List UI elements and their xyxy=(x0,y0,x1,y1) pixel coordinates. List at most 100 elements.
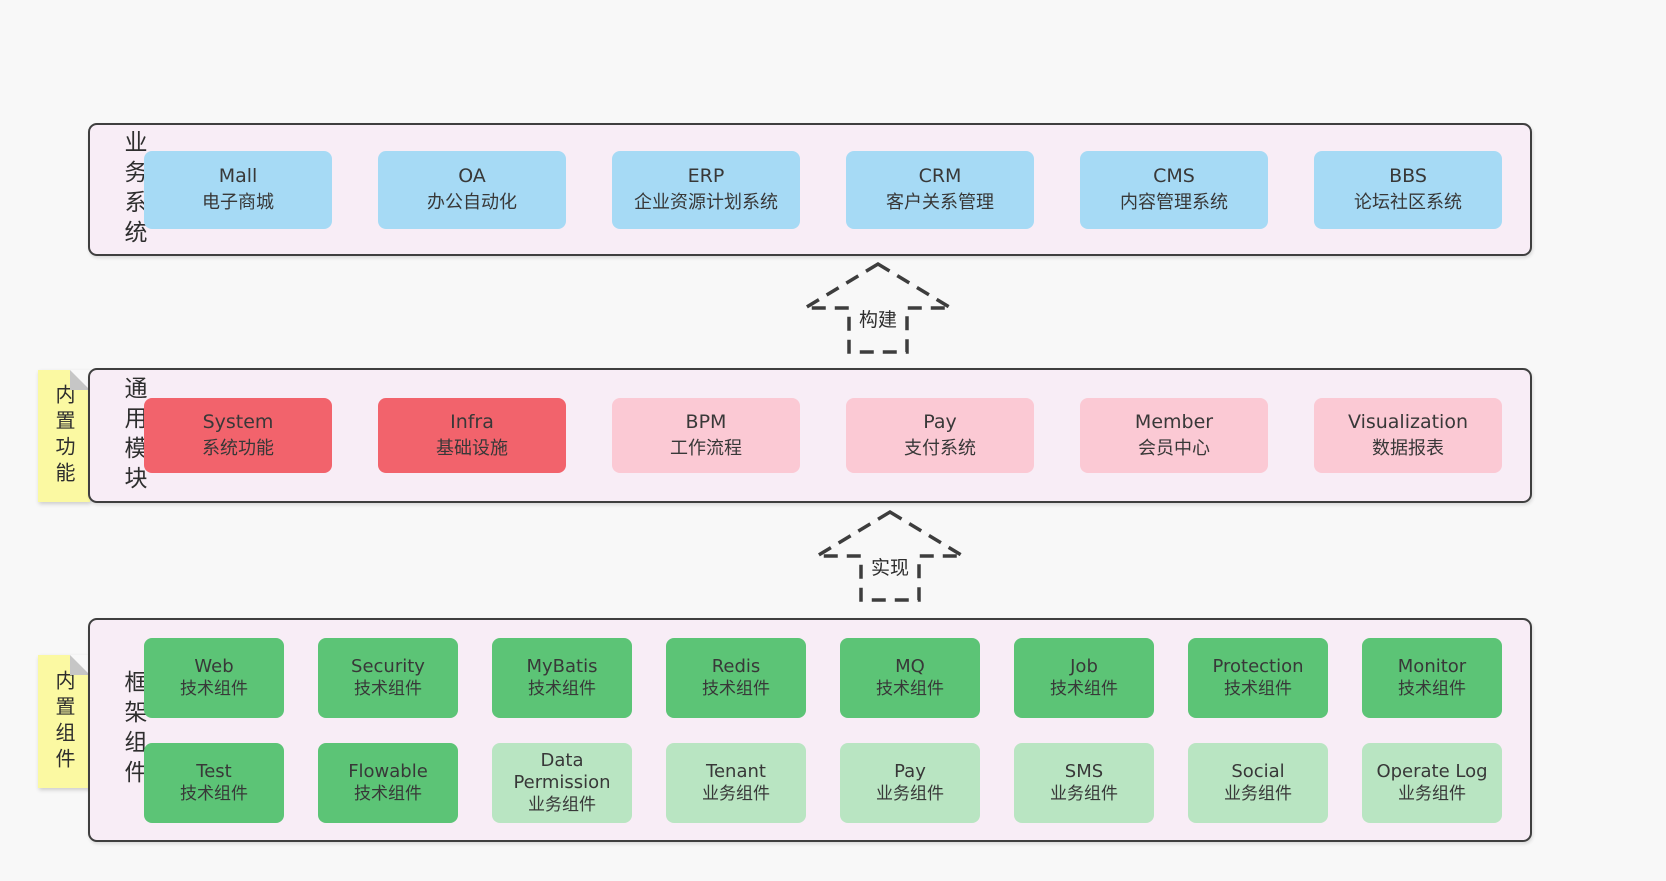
box-subtitle: 基础设施 xyxy=(436,438,508,460)
business-systems-row: Mall 电子商城 OA 办公自动化 ERP 企业资源计划系统 CRM 客户关系… xyxy=(144,150,1530,229)
build-arrow: 构建 xyxy=(793,258,963,358)
band-label-business-systems: 业务系统 xyxy=(120,129,146,250)
component-box-mybatis: MyBatis 技术组件 xyxy=(492,637,632,718)
box-title: Job xyxy=(1070,655,1098,677)
box-title: Pay xyxy=(923,411,957,434)
box-title: Pay xyxy=(894,760,926,782)
component-box-security: Security 技术组件 xyxy=(318,637,458,718)
box-title: BBS xyxy=(1389,165,1427,188)
box-title: BPM xyxy=(685,411,727,434)
box-subtitle: 业务组件 xyxy=(1050,783,1118,804)
component-box-social: Social 业务组件 xyxy=(1188,742,1328,823)
box-subtitle: 业务组件 xyxy=(702,783,770,804)
box-subtitle: 工作流程 xyxy=(670,438,742,460)
component-box-sms: SMS 业务组件 xyxy=(1014,742,1154,823)
box-subtitle: 内容管理系统 xyxy=(1120,192,1228,214)
module-box-member: Member 会员中心 xyxy=(1080,398,1268,473)
box-title: Security xyxy=(351,655,425,677)
band-label-framework-components: 框架组件 xyxy=(120,670,146,790)
box-title: Protection xyxy=(1212,655,1304,677)
component-box-monitor: Monitor 技术组件 xyxy=(1362,637,1502,718)
component-box-tenant: Tenant 业务组件 xyxy=(666,742,806,823)
box-subtitle: 技术组件 xyxy=(354,678,422,699)
sticky-label: 内置功能 xyxy=(52,384,76,488)
box-subtitle: 技术组件 xyxy=(1050,678,1118,699)
box-subtitle: 技术组件 xyxy=(1398,678,1466,699)
box-subtitle: 客户关系管理 xyxy=(886,192,994,214)
folded-corner-icon xyxy=(70,655,90,675)
arrow-label-implement: 实现 xyxy=(866,552,914,581)
box-title: Infra xyxy=(450,411,494,434)
component-box-web: Web 技术组件 xyxy=(144,637,284,718)
module-box-bpm: BPM 工作流程 xyxy=(612,398,800,473)
box-subtitle: 技术组件 xyxy=(1224,678,1292,699)
box-subtitle: 支付系统 xyxy=(904,438,976,460)
box-title: Flowable xyxy=(348,760,428,782)
implement-arrow: 实现 xyxy=(805,506,975,606)
box-title: MyBatis xyxy=(526,655,598,677)
module-box-pay: Pay 支付系统 xyxy=(846,398,1034,473)
box-subtitle: 技术组件 xyxy=(180,678,248,699)
box-subtitle: 业务组件 xyxy=(528,794,596,815)
up-arrow-icon xyxy=(810,509,970,602)
component-box-pay: Pay 业务组件 xyxy=(840,742,980,823)
box-title: Monitor xyxy=(1397,655,1467,677)
box-title: Data Permission xyxy=(513,749,611,793)
module-box-visualization: Visualization 数据报表 xyxy=(1314,398,1502,473)
box-title: Test xyxy=(196,760,232,782)
box-title: SMS xyxy=(1064,760,1104,782)
box-title: Member xyxy=(1134,411,1214,434)
box-title: ERP xyxy=(687,165,725,188)
box-subtitle: 技术组件 xyxy=(876,678,944,699)
builtin-features-sticky: 内置功能 xyxy=(38,370,90,502)
framework-components-row-2: Test 技术组件 Flowable 技术组件 Data Permission … xyxy=(144,742,1502,823)
module-box-oa: OA 办公自动化 xyxy=(378,150,566,229)
box-title: Mall xyxy=(218,165,258,188)
builtin-components-sticky: 内置组件 xyxy=(38,655,90,788)
box-subtitle: 论坛社区系统 xyxy=(1354,192,1462,214)
box-title: MQ xyxy=(895,655,925,677)
box-subtitle: 会员中心 xyxy=(1138,438,1210,460)
framework-components-rows: Web 技术组件 Security 技术组件 MyBatis 技术组件 Redi… xyxy=(144,637,1530,823)
arrow-label-build: 构建 xyxy=(854,304,902,333)
up-arrow-icon xyxy=(798,261,958,354)
box-subtitle: 技术组件 xyxy=(702,678,770,699)
box-subtitle: 业务组件 xyxy=(876,783,944,804)
component-box-protection: Protection 技术组件 xyxy=(1188,637,1328,718)
box-title: Tenant xyxy=(706,760,766,782)
component-box-data-permission: Data Permission 业务组件 xyxy=(492,742,632,823)
component-box-operate-log: Operate Log 业务组件 xyxy=(1362,742,1502,823)
box-title: OA xyxy=(458,165,486,188)
box-subtitle: 业务组件 xyxy=(1224,783,1292,804)
framework-components-band: 框架组件 Web 技术组件 Security 技术组件 MyBatis 技术组件… xyxy=(88,618,1532,842)
module-box-erp: ERP 企业资源计划系统 xyxy=(612,150,800,229)
sticky-label: 内置组件 xyxy=(52,669,76,774)
component-box-mq: MQ 技术组件 xyxy=(840,637,980,718)
band-label-common-modules: 通用模块 xyxy=(120,375,146,496)
component-box-redis: Redis 技术组件 xyxy=(666,637,806,718)
box-subtitle: 业务组件 xyxy=(1398,783,1466,804)
business-systems-band: 业务系统 Mall 电子商城 OA 办公自动化 ERP 企业资源计划系统 CRM… xyxy=(88,123,1532,256)
module-box-cms: CMS 内容管理系统 xyxy=(1080,150,1268,229)
box-title: System xyxy=(202,411,274,434)
component-box-flowable: Flowable 技术组件 xyxy=(318,742,458,823)
common-modules-row: System 系统功能 Infra 基础设施 BPM 工作流程 Pay 支付系统… xyxy=(144,398,1530,473)
box-subtitle: 数据报表 xyxy=(1372,438,1444,460)
box-subtitle: 企业资源计划系统 xyxy=(634,192,778,214)
box-subtitle: 系统功能 xyxy=(202,438,274,460)
box-title: CMS xyxy=(1153,165,1195,188)
module-box-mall: Mall 电子商城 xyxy=(144,150,332,229)
box-title: Web xyxy=(194,655,234,677)
module-box-bbs: BBS 论坛社区系统 xyxy=(1314,150,1502,229)
module-box-infra: Infra 基础设施 xyxy=(378,398,566,473)
box-title: Visualization xyxy=(1347,411,1468,434)
module-box-crm: CRM 客户关系管理 xyxy=(846,150,1034,229)
box-subtitle: 电子商城 xyxy=(202,192,274,214)
box-title: Redis xyxy=(711,655,761,677)
box-title: CRM xyxy=(918,165,962,188)
box-subtitle: 技术组件 xyxy=(528,678,596,699)
box-title: Operate Log xyxy=(1376,760,1488,782)
folded-corner-icon xyxy=(70,370,90,390)
module-box-system: System 系统功能 xyxy=(144,398,332,473)
